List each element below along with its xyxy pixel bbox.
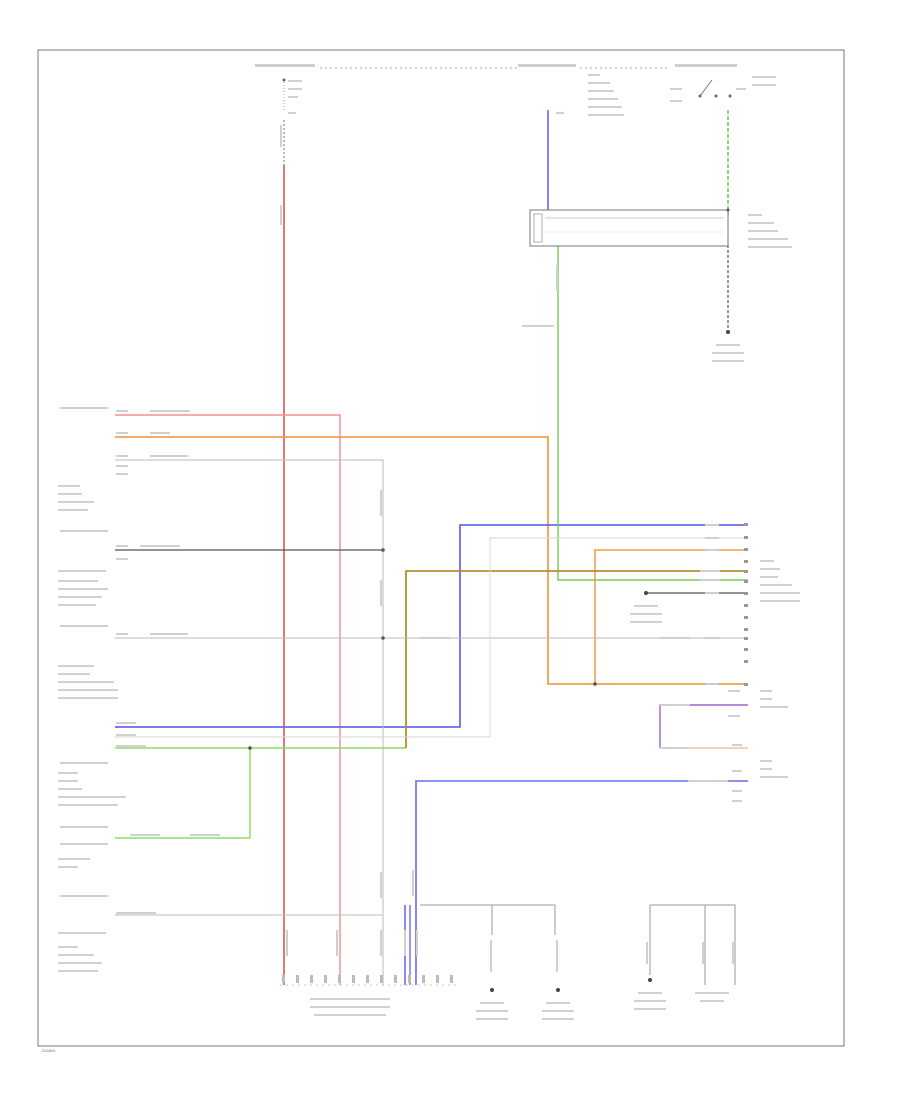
ground-bottom-2 (542, 988, 574, 1020)
relay-box (529, 209, 792, 248)
wire-orange (115, 436, 748, 685)
ignition-switch (698, 79, 732, 98)
wire-gray-5 (420, 904, 556, 935)
wire-green-mid (557, 240, 748, 581)
wire-green-lower (115, 747, 251, 839)
left-component-labels (58, 407, 220, 972)
wire-blue-main (115, 524, 748, 728)
ground-right-top (712, 330, 744, 362)
wire-orange-2 (594, 549, 748, 684)
wire-blue-lower (415, 780, 748, 985)
footer-code: ZSA8NL (42, 1049, 56, 1053)
ground-bottom-1 (476, 988, 508, 1020)
wire-gray-1 (115, 459, 384, 985)
data-link-connector (280, 975, 460, 1016)
wire-gray-4 (115, 537, 748, 738)
connector-right-lower (728, 690, 788, 802)
ground-bottom-3 (634, 978, 666, 1010)
wire-purple (659, 704, 748, 748)
ground-mid (630, 591, 662, 623)
wire-labels-mid (420, 325, 728, 782)
fuse-box-label-left (255, 64, 315, 114)
splice-dots (248, 208, 730, 750)
wire-red-pink (115, 414, 341, 985)
ground-bottom-4 (695, 992, 729, 1002)
wire-olive (405, 570, 748, 748)
fuse-box-label-center (518, 64, 624, 116)
diagram-border (37, 49, 845, 1047)
splice-labels (280, 125, 734, 972)
fuse-box-label-right (670, 64, 776, 102)
connector-right-upper (700, 523, 800, 686)
